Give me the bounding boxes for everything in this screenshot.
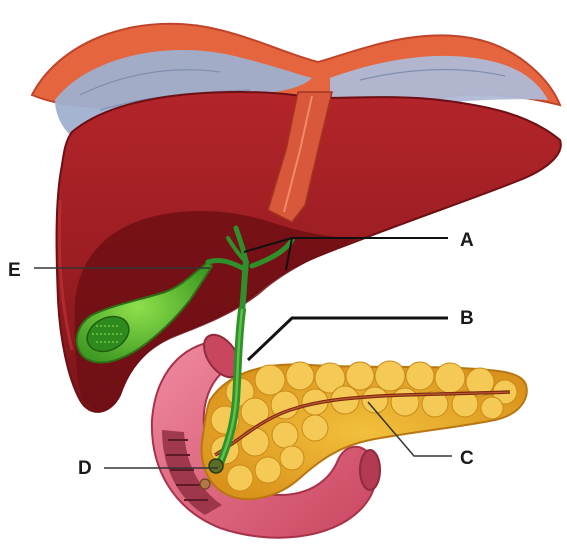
common-hepatic-duct [242, 262, 246, 310]
label-d: D [78, 458, 92, 479]
ampulla [209, 459, 223, 473]
label-a: A [460, 230, 474, 251]
label-e: E [8, 260, 21, 281]
duodenal-papilla [200, 479, 210, 489]
label-b: B [460, 308, 474, 329]
duodenum-opening-right [360, 450, 380, 490]
leader-line-b [248, 318, 448, 360]
label-c: C [460, 448, 474, 469]
